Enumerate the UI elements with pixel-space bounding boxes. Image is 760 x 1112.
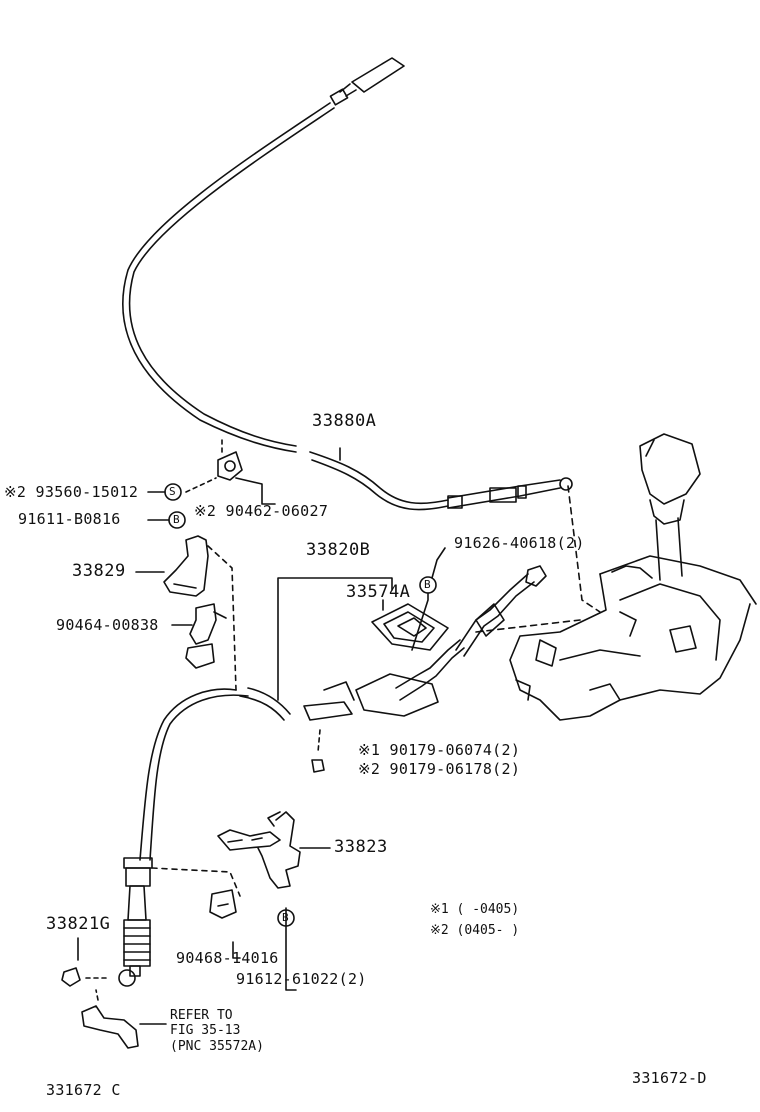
refer-line-3: (PNC 35572A)	[170, 1039, 264, 1054]
clip-90468	[209, 889, 237, 919]
leader-lines	[77, 447, 446, 1025]
part-label-93560-15012: ※2 93560-15012	[4, 483, 139, 501]
part-label-91612-61022: 91612-61022(2)	[236, 970, 367, 988]
clip-90464	[185, 603, 227, 669]
part-label-33880A: 33880A	[312, 411, 377, 431]
refer-line-2: FIG 35-13	[170, 1023, 241, 1038]
lower-bracket	[303, 639, 465, 773]
clip-93560	[185, 439, 243, 493]
shifter-assembly	[509, 433, 757, 721]
note-2: ※2 (0405- )	[430, 923, 520, 938]
bracket-33829	[163, 535, 237, 691]
cable-33820B	[118, 687, 291, 987]
note-1: ※1 ( -0405)	[430, 902, 520, 917]
marker-b-label-2: B	[424, 578, 431, 591]
shift-rod	[455, 485, 601, 657]
part-label-90179-06074: ※1 90179-06074(2)	[358, 741, 521, 759]
plate-33574A	[371, 603, 449, 651]
refer-part-35572A	[81, 989, 139, 1049]
part-label-91611-B0816: 91611-B0816	[18, 510, 121, 528]
cable-33880A	[122, 102, 573, 511]
part-label-90464-00838: 90464-00838	[56, 616, 159, 634]
grommet-33821G	[61, 967, 111, 987]
marker-b-label-1: B	[173, 513, 180, 526]
figure-code-right: 331672-D	[632, 1069, 707, 1087]
lever-33823	[217, 811, 301, 889]
refer-line-1: REFER TO	[170, 1008, 233, 1023]
marker-b-label-3: B	[282, 911, 289, 924]
part-label-33821G: 33821G	[46, 914, 111, 934]
marker-s-label: S	[169, 485, 176, 498]
part-label-90462-06027: ※2 90462-06027	[194, 502, 329, 520]
part-label-33574A: 33574A	[346, 582, 411, 602]
part-label-33823: 33823	[334, 837, 388, 857]
part-label-33820B: 33820B	[306, 540, 371, 560]
part-label-33829: 33829	[72, 561, 126, 581]
part-label-91626-40618: 91626-40618(2)	[454, 534, 585, 552]
part-label-90179-06178: ※2 90179-06178(2)	[358, 760, 521, 778]
part-label-90468-14016: 90468-14016	[176, 949, 279, 967]
cable-upper-end-fitting	[329, 57, 405, 106]
figure-code-left: 331672 C	[46, 1081, 121, 1099]
